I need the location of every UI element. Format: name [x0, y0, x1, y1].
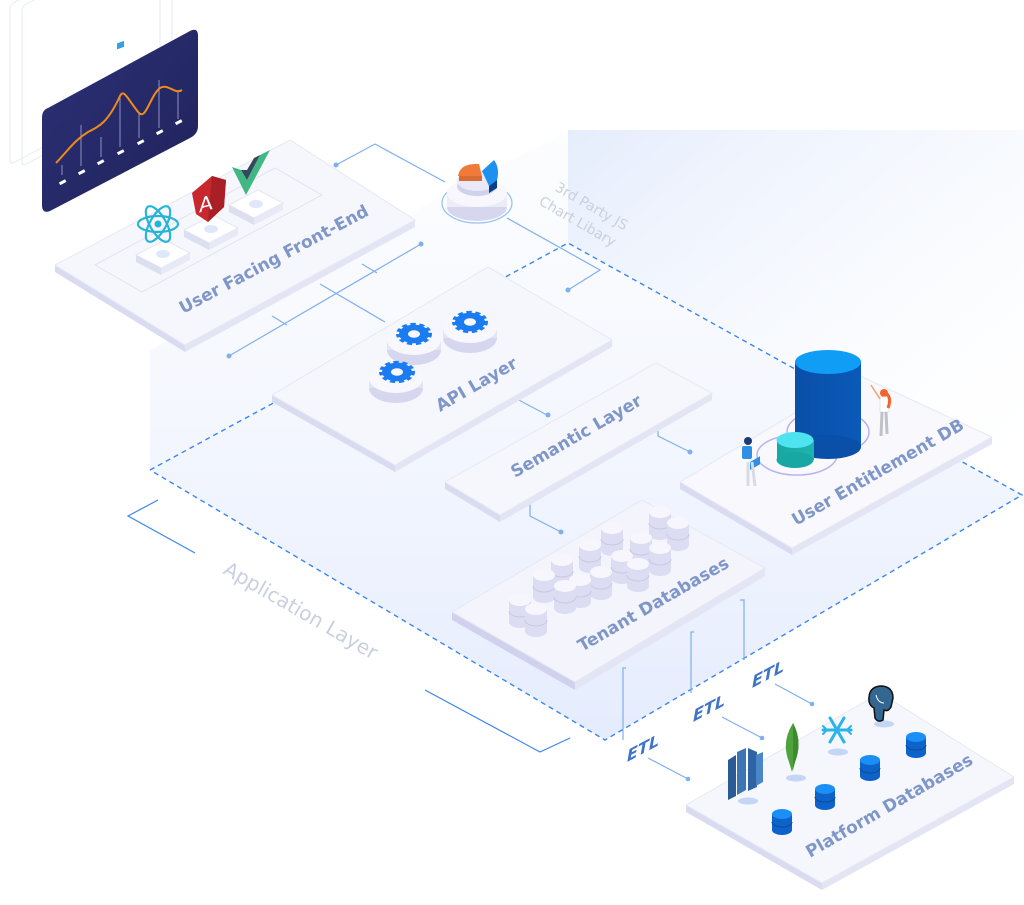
semantic-plate	[444, 362, 714, 522]
person-standing-icon	[870, 384, 892, 437]
vue-icon	[232, 150, 270, 195]
angular-pad	[182, 214, 240, 250]
gear-icon	[379, 360, 415, 384]
chart-axis-ticks	[58, 119, 183, 186]
react-pad	[134, 239, 192, 275]
chart-library-node	[441, 160, 513, 224]
chart-bars	[61, 80, 179, 175]
tenant-database-icon	[666, 517, 690, 551]
frontend-plate	[53, 139, 416, 352]
tenant-database-cluster	[508, 506, 690, 637]
source-pads	[738, 720, 894, 805]
tenant-database-icon	[600, 522, 624, 556]
platform-database-cylinders	[771, 732, 927, 835]
gear-icon	[452, 310, 488, 334]
tenant-database-icon	[532, 569, 556, 603]
etl-connectors	[647, 683, 815, 782]
tenant-database-icon	[524, 603, 548, 637]
chart-marker	[117, 40, 124, 50]
etl-label: ETL	[752, 657, 784, 693]
database-icon	[771, 809, 793, 835]
platform-plate	[684, 692, 1015, 890]
database-icon	[859, 755, 881, 781]
entitlement-database-icon	[756, 350, 870, 476]
react-icon	[136, 205, 180, 243]
tenant-database-icon	[648, 506, 672, 540]
svg-text:A: A	[199, 190, 213, 217]
snowflake-icon	[821, 716, 853, 744]
entitlement-plate	[679, 374, 994, 555]
pie-slice-blue	[482, 160, 498, 186]
angular-icon: A	[192, 176, 226, 222]
dashboard-monitor	[9, 0, 198, 212]
tenant-database-icon	[648, 542, 672, 576]
person-with-laptop-icon	[742, 437, 760, 487]
framework-pads	[134, 189, 285, 275]
database-icon	[814, 784, 836, 810]
etl-label: ETL	[693, 691, 725, 727]
pie-slice-orange	[458, 163, 482, 176]
chart-line	[55, 85, 183, 164]
tenant-database-icon	[553, 580, 577, 614]
vue-pad	[227, 189, 285, 225]
redshift-icon	[728, 748, 763, 800]
mongodb-icon	[785, 723, 799, 772]
tenant-database-icon	[626, 558, 650, 592]
database-icon	[905, 732, 927, 758]
api-plate	[271, 266, 613, 472]
tenant-database-icon	[589, 566, 613, 600]
connectors	[226, 143, 745, 740]
tenant-database-icon	[578, 539, 602, 573]
postgresql-icon	[868, 685, 894, 722]
gear-icon	[396, 322, 432, 346]
application-layer-bracket	[126, 499, 571, 753]
